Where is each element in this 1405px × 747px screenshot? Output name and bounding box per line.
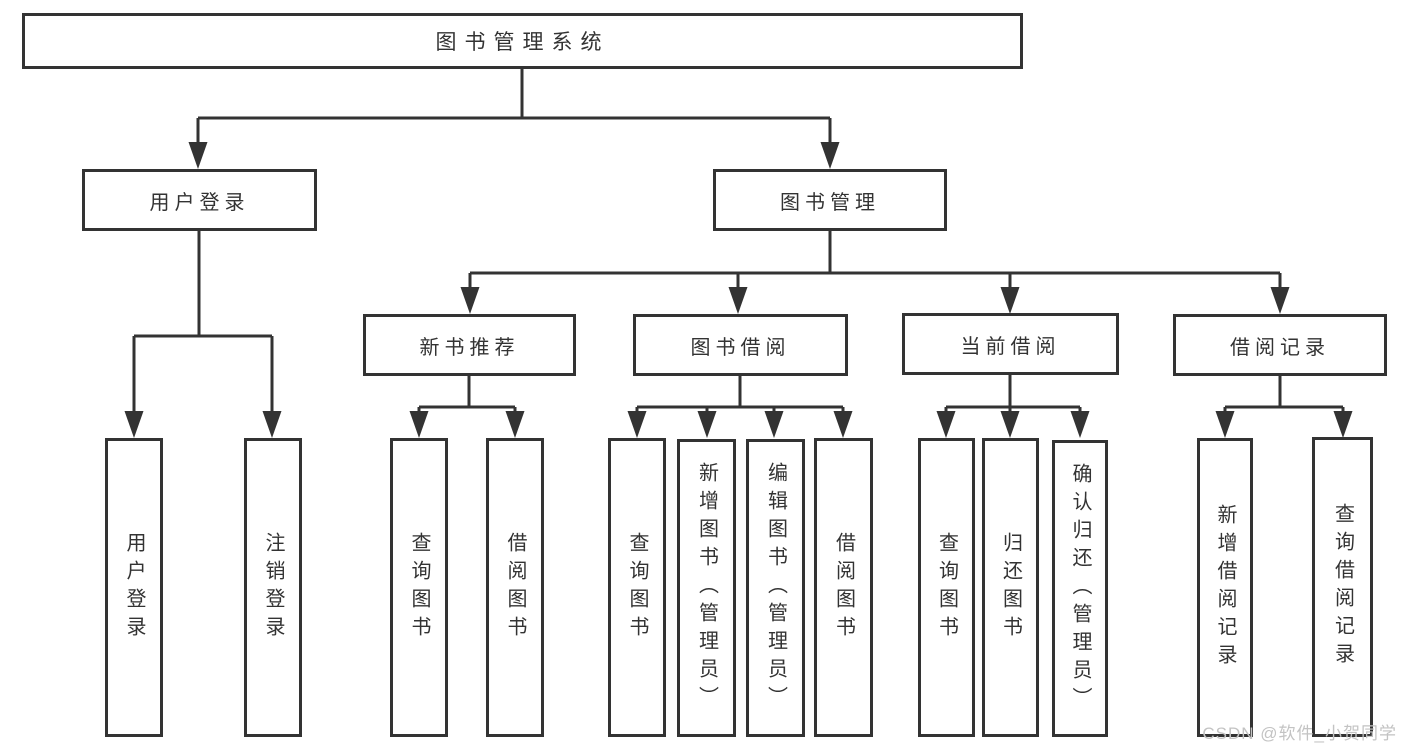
node-borrow-record: 借阅记录 xyxy=(1173,314,1387,376)
connector-root-to-level2 xyxy=(188,69,840,169)
leaf-label: 借阅图书 xyxy=(832,531,855,644)
leaf-label: 归还图书 xyxy=(999,531,1022,644)
leaf-node-query-borrow-record: 查询借阅记录 xyxy=(1312,437,1373,737)
connector-book-mgmt-to-level3 xyxy=(460,231,1290,314)
leaf-node-user-login: 用户登录 xyxy=(105,438,163,737)
node-user-login: 用户登录 xyxy=(82,169,317,231)
connector-current-borrow-to-leaves xyxy=(936,375,1090,438)
leaf-node-logout: 注销登录 xyxy=(244,438,302,737)
leaf-label: 用户登录 xyxy=(123,531,145,644)
leaf-node-add-borrow-record: 新增借阅记录 xyxy=(1197,438,1253,737)
leaf-label: 确认归还（管理员） xyxy=(1069,462,1091,715)
node-current-borrow: 当前借阅 xyxy=(902,313,1119,375)
node-root-library-system: 图书管理系统 xyxy=(22,13,1023,69)
leaf-label: 注销登录 xyxy=(262,531,284,644)
connector-book-borrow-to-leaves xyxy=(627,376,853,438)
leaf-node-edit-books-admin: 编辑图书（管理员） xyxy=(746,439,805,737)
connector-borrow-record-to-leaves xyxy=(1215,376,1353,438)
node-book-management: 图书管理 xyxy=(713,169,947,231)
leaf-node-query-books-2: 查询图书 xyxy=(608,438,666,737)
leaf-label: 查询图书 xyxy=(626,531,648,644)
node-label: 新书推荐 xyxy=(419,336,520,359)
leaf-node-borrow-books-2: 借阅图书 xyxy=(814,438,873,737)
leaf-node-confirm-return-admin: 确认归还（管理员） xyxy=(1052,440,1108,737)
node-label: 图书管理 xyxy=(780,191,880,214)
node-label: 用户登录 xyxy=(149,191,250,214)
node-new-book-recommend: 新书推荐 xyxy=(363,314,576,376)
leaf-label: 查询图书 xyxy=(408,531,430,644)
watermark: CSDN @软件_小贺同学 xyxy=(1202,724,1397,743)
connector-new-book-rec-to-leaves xyxy=(409,376,525,438)
node-label: 当前借阅 xyxy=(960,335,1061,358)
node-label: 图书管理系统 xyxy=(435,31,610,54)
leaf-label: 新增借阅记录 xyxy=(1214,503,1236,672)
leaf-node-return-books: 归还图书 xyxy=(982,438,1039,737)
node-label: 借阅记录 xyxy=(1230,336,1330,359)
leaf-label: 新增图书（管理员） xyxy=(695,462,718,714)
leaf-node-query-books-3: 查询图书 xyxy=(918,438,975,737)
node-label: 图书借阅 xyxy=(690,336,791,359)
leaf-node-add-books-admin: 新增图书（管理员） xyxy=(677,439,736,737)
connector-user-login-to-leaves xyxy=(124,231,282,438)
leaf-node-borrow-books-1: 借阅图书 xyxy=(486,438,544,737)
leaf-label: 编辑图书（管理员） xyxy=(764,462,787,714)
leaf-node-query-books-1: 查询图书 xyxy=(390,438,448,737)
leaf-label: 借阅图书 xyxy=(504,531,526,644)
node-book-borrow: 图书借阅 xyxy=(633,314,848,376)
leaf-label: 查询借阅记录 xyxy=(1331,503,1354,671)
leaf-label: 查询图书 xyxy=(935,531,958,644)
